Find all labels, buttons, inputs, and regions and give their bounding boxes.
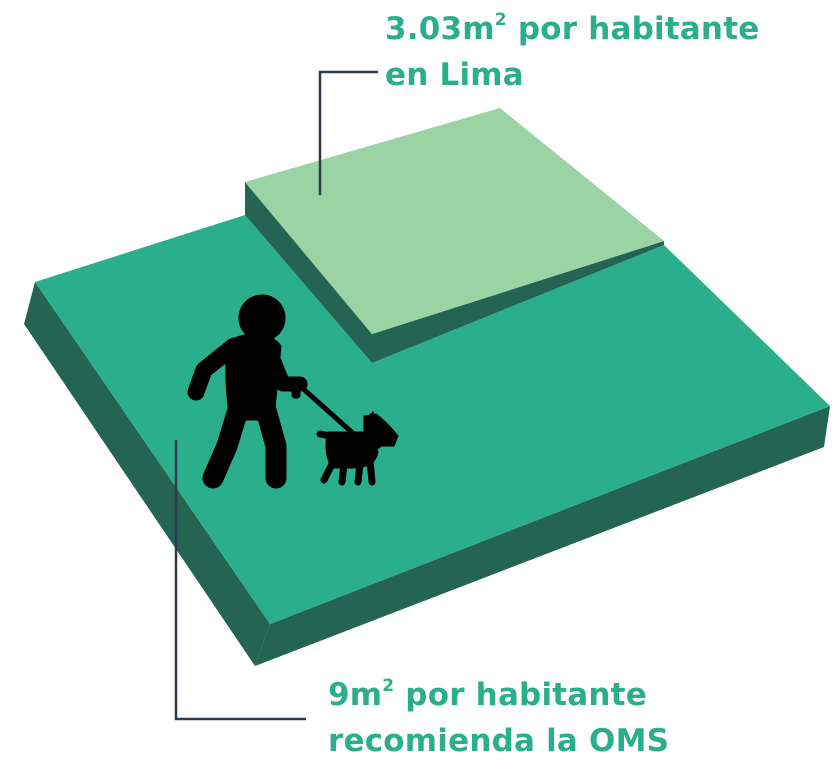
leader-line-oms	[174, 440, 306, 721]
person-rear-arm	[187, 337, 243, 401]
oms-unit-exponent: 2	[382, 676, 395, 696]
small-block-front-side	[372, 241, 664, 363]
person-walking-dog-icon	[187, 294, 399, 489]
lima-label-line1: 3.03m2 por habitante	[385, 6, 759, 52]
person-left-leg	[202, 399, 249, 489]
small-block-left-side	[245, 182, 372, 363]
dog-tail	[316, 430, 334, 440]
oms-label-line2: recomienda la OMS	[328, 723, 670, 759]
lima-label: 3.03m2 por habitante en Lima	[385, 6, 759, 98]
large-block-oms	[24, 215, 830, 666]
large-block-top-face	[35, 215, 830, 624]
small-block-lima	[245, 108, 664, 363]
small-block-top-face	[245, 108, 664, 334]
lima-unit-exponent: 2	[494, 10, 507, 30]
lima-label-line2: en Lima	[385, 57, 524, 93]
large-block-left-side	[24, 282, 270, 666]
oms-label: 9m2 por habitante recomienda la OMS	[328, 672, 669, 763]
leader-line-lima	[318, 70, 378, 195]
dog-legs	[320, 456, 376, 486]
oms-label-rest: por habitante	[394, 677, 647, 713]
dog-ear	[363, 411, 377, 430]
person-right-leg	[255, 399, 287, 489]
dog-leash	[297, 383, 359, 439]
lima-label-rest: por habitante	[506, 11, 760, 47]
large-block-front-side	[255, 406, 830, 666]
oms-label-line1: 9m2 por habitante	[328, 672, 669, 718]
lima-value: 3.03m	[385, 11, 495, 47]
oms-value: 9m	[328, 677, 383, 713]
